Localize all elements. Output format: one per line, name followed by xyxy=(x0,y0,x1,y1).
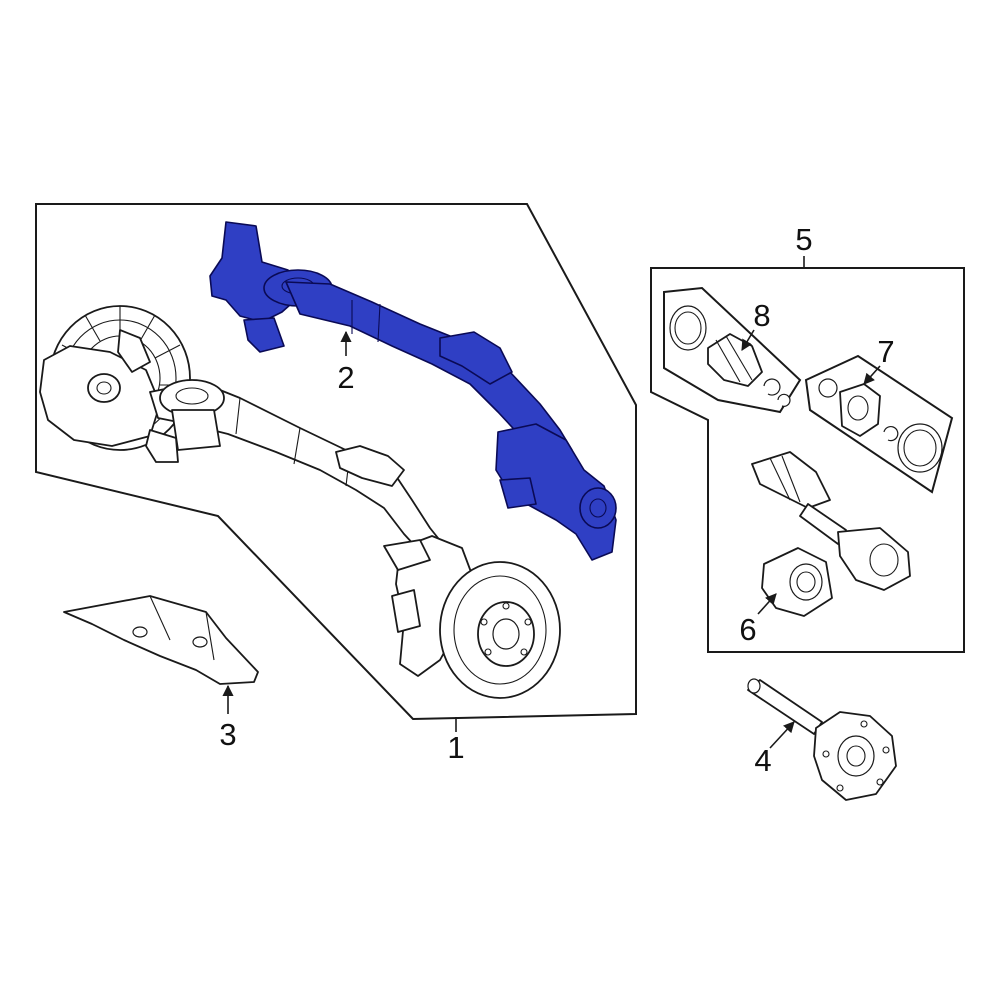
callout-1: 1 xyxy=(447,730,464,765)
axle-assembly-drawing[interactable] xyxy=(39,305,561,699)
leader-lines xyxy=(222,256,881,749)
rear-subframe-highlighted[interactable] xyxy=(209,221,617,561)
assembly-5-frame xyxy=(650,267,965,653)
heat-shield[interactable] xyxy=(63,595,259,685)
callout-7: 7 xyxy=(877,334,894,369)
boot-kit-7[interactable] xyxy=(804,354,954,494)
callout-6: 6 xyxy=(739,612,756,647)
boot-kit-8[interactable] xyxy=(663,286,802,414)
callout-8: 8 xyxy=(753,298,770,333)
callout-5: 5 xyxy=(795,222,812,257)
axle-shaft[interactable] xyxy=(751,451,911,591)
assembly-1-frame xyxy=(35,203,637,721)
callout-4: 4 xyxy=(754,743,771,778)
axle-shaft-hub-4[interactable] xyxy=(747,678,897,801)
inner-joint-6[interactable] xyxy=(761,547,833,617)
callout-2: 2 xyxy=(337,360,354,395)
callout-3: 3 xyxy=(219,717,236,752)
